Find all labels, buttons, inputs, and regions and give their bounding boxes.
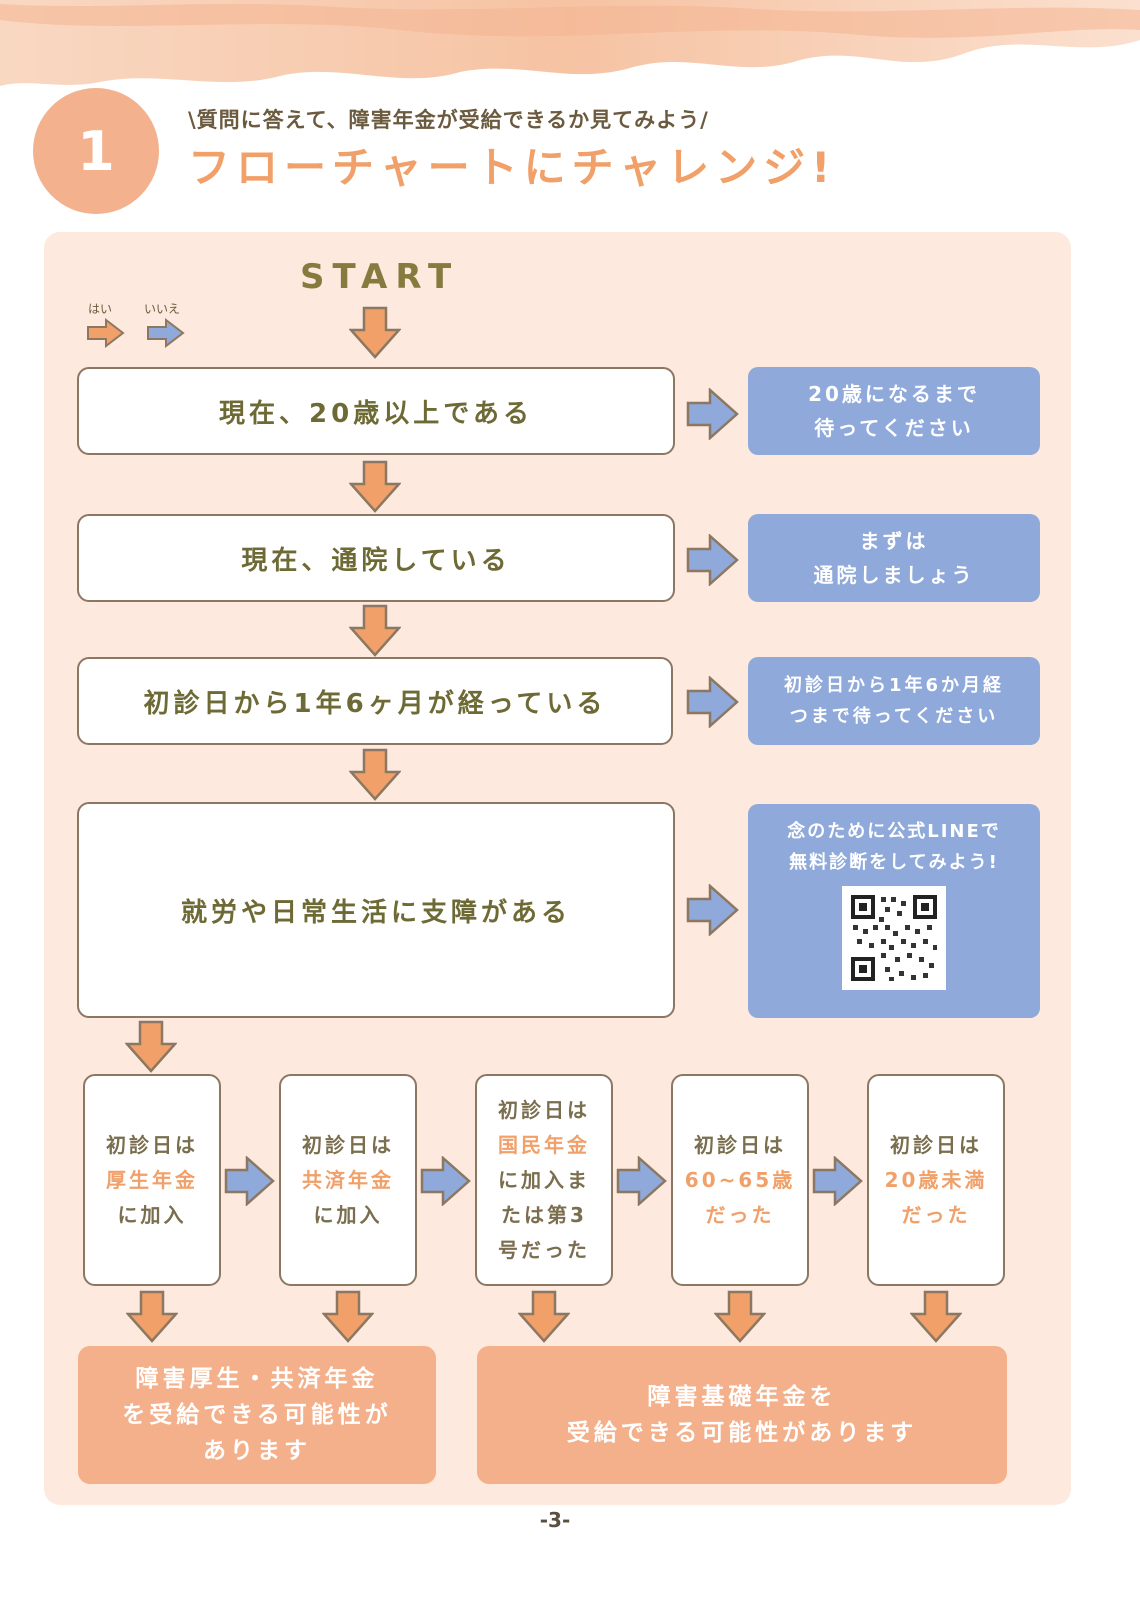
branch-highlight: 共済年金	[302, 1167, 394, 1192]
page-number: -3-	[539, 1508, 571, 1532]
down-arrow-icon	[126, 1290, 178, 1343]
branch-box-kyosai-nenkin: 初診日は 共済年金 に加入	[279, 1074, 417, 1286]
branch-highlight: 厚生年金	[106, 1167, 198, 1192]
branch-line: に加入	[313, 1202, 383, 1227]
branch-line: 初診日は	[890, 1132, 982, 1157]
right-arrow-icon	[224, 1156, 275, 1206]
branch-line: 初診日は	[106, 1132, 198, 1157]
down-arrow-icon	[349, 604, 401, 657]
branch-line: に加入ま	[498, 1167, 590, 1192]
branch-line: だった	[705, 1202, 775, 1227]
no-outcome-visit-hospital: まずは 通院しましょう	[748, 514, 1040, 602]
start-label: START	[300, 257, 460, 297]
down-arrow-icon	[125, 1020, 177, 1073]
right-arrow-icon	[686, 388, 739, 440]
branch-line: 初診日は	[498, 1097, 590, 1122]
right-arrow-icon	[616, 1156, 667, 1206]
result-line: 障害厚生・共済年金	[135, 1366, 379, 1392]
branch-line: 号だった	[498, 1237, 590, 1262]
branch-line: に加入	[117, 1202, 187, 1227]
branch-box-kosei-nenkin: 初診日は 厚生年金 に加入	[83, 1074, 221, 1286]
down-arrow-icon	[349, 306, 401, 359]
no-outcome-line-diagnosis: 念のために公式LINEで 無料診断をしてみよう!	[748, 804, 1040, 1018]
question-text: 現在、通院している	[241, 545, 511, 576]
no-outcome-wait-20: 20歳になるまで 待ってください	[748, 367, 1040, 455]
result-box-kosei-kyosai: 障害厚生・共済年金 を受給できる可能性が あります	[78, 1346, 436, 1484]
right-arrow-icon	[812, 1156, 863, 1206]
right-arrow-icon	[686, 884, 739, 936]
down-arrow-icon	[349, 748, 401, 801]
step-number-badge: 1	[33, 88, 159, 214]
question-text: 就労や日常生活に支障がある	[180, 897, 571, 928]
outcome-line: 待ってください	[814, 416, 974, 440]
down-arrow-icon	[349, 460, 401, 513]
outcome-line: 無料診断をしてみよう!	[789, 852, 999, 873]
outcome-line: つまで待ってください	[789, 706, 999, 727]
legend-no-arrow-icon	[147, 318, 185, 348]
branch-box-kokumin-nenkin: 初診日は 国民年金 に加入ま たは第3 号だった	[475, 1074, 613, 1286]
right-arrow-icon	[686, 676, 739, 728]
down-arrow-icon	[322, 1290, 374, 1343]
no-outcome-wait-period: 初診日から1年6か月経 つまで待ってください	[748, 657, 1040, 745]
result-line: 受給できる可能性があります	[566, 1420, 918, 1446]
branch-highlight: 20歳未満	[884, 1167, 988, 1192]
subheading: \質問に答えて、障害年金が受給できるか見てみよう/	[188, 108, 709, 132]
right-arrow-icon	[420, 1156, 471, 1206]
branch-highlight: 国民年金	[498, 1132, 590, 1157]
result-box-kiso-nenkin: 障害基礎年金を 受給できる可能性があります	[477, 1346, 1007, 1484]
question-box-age: 現在、20歳以上である	[77, 367, 675, 455]
branch-box-age-60-65: 初診日は 60~65歳 だった	[671, 1074, 809, 1286]
outcome-line: 通院しましょう	[813, 563, 975, 587]
result-line: 障害基礎年金を	[647, 1384, 837, 1410]
right-arrow-icon	[686, 534, 739, 586]
result-line: あります	[203, 1438, 311, 1464]
down-arrow-icon	[910, 1290, 962, 1343]
outcome-line: 20歳になるまで	[808, 382, 980, 406]
legend-yes-label: はい	[88, 302, 113, 316]
outcome-line: 初診日から1年6か月経	[783, 675, 1005, 696]
down-arrow-icon	[518, 1290, 570, 1343]
question-text: 初診日から1年6ヶ月が経っている	[143, 688, 607, 719]
question-box-daily-life: 就労や日常生活に支障がある	[77, 802, 675, 1018]
branch-line: 初診日は	[302, 1132, 394, 1157]
brush-stroke-decoration	[0, 0, 1140, 86]
down-arrow-icon	[714, 1290, 766, 1343]
legend-yes-arrow-icon	[87, 318, 125, 348]
outcome-line: まずは	[859, 529, 929, 553]
question-text: 現在、20歳以上である	[219, 398, 533, 429]
branch-line: たは第3	[501, 1202, 587, 1227]
branch-highlight: 60~65歳	[684, 1167, 796, 1192]
page-title: フローチャートにチャレンジ!	[188, 143, 837, 192]
branch-line: 初診日は	[694, 1132, 786, 1157]
outcome-line: 念のために公式LINEで	[787, 821, 1001, 842]
question-box-elapsed-time: 初診日から1年6ヶ月が経っている	[77, 657, 673, 745]
legend-no-label: いいえ	[144, 302, 181, 316]
branch-box-under-20: 初診日は 20歳未満 だった	[867, 1074, 1005, 1286]
qr-code-icon[interactable]	[842, 886, 946, 990]
question-box-visiting-hospital: 現在、通院している	[77, 514, 675, 602]
branch-line: だった	[901, 1202, 971, 1227]
result-line: を受給できる可能性が	[122, 1402, 392, 1428]
